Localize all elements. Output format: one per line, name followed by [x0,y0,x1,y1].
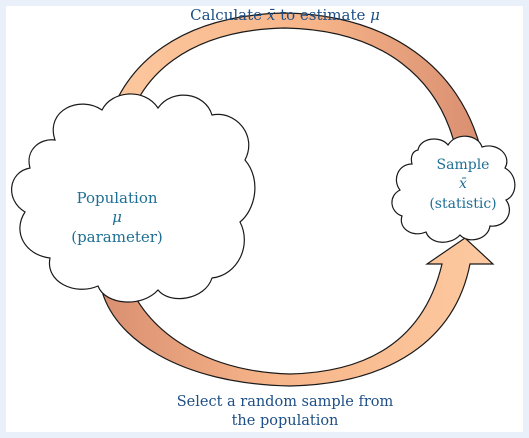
sample-cloud [391,135,516,243]
top-caption-middle: to estimate [280,6,366,24]
xbar-symbol: x̄ [266,6,276,24]
bottom-caption-line-2: the population [231,413,339,429]
top-caption-prefix: Calculate [190,6,263,24]
population-symbol: μ [112,208,122,226]
bottom-caption-line-1: Select a random sample from [176,394,394,410]
population-label: Population [76,189,158,207]
top-caption: Calculate x̄ to estimate μ [165,6,405,25]
population-cloud [11,93,256,303]
bottom-arrow [100,237,495,387]
sample-kind: (statistic) [429,196,497,212]
population-kind: (parameter) [71,228,163,246]
sample-symbol: x̄ [459,176,467,192]
sample-label: Sample [436,157,490,173]
mu-symbol: μ [370,6,380,24]
